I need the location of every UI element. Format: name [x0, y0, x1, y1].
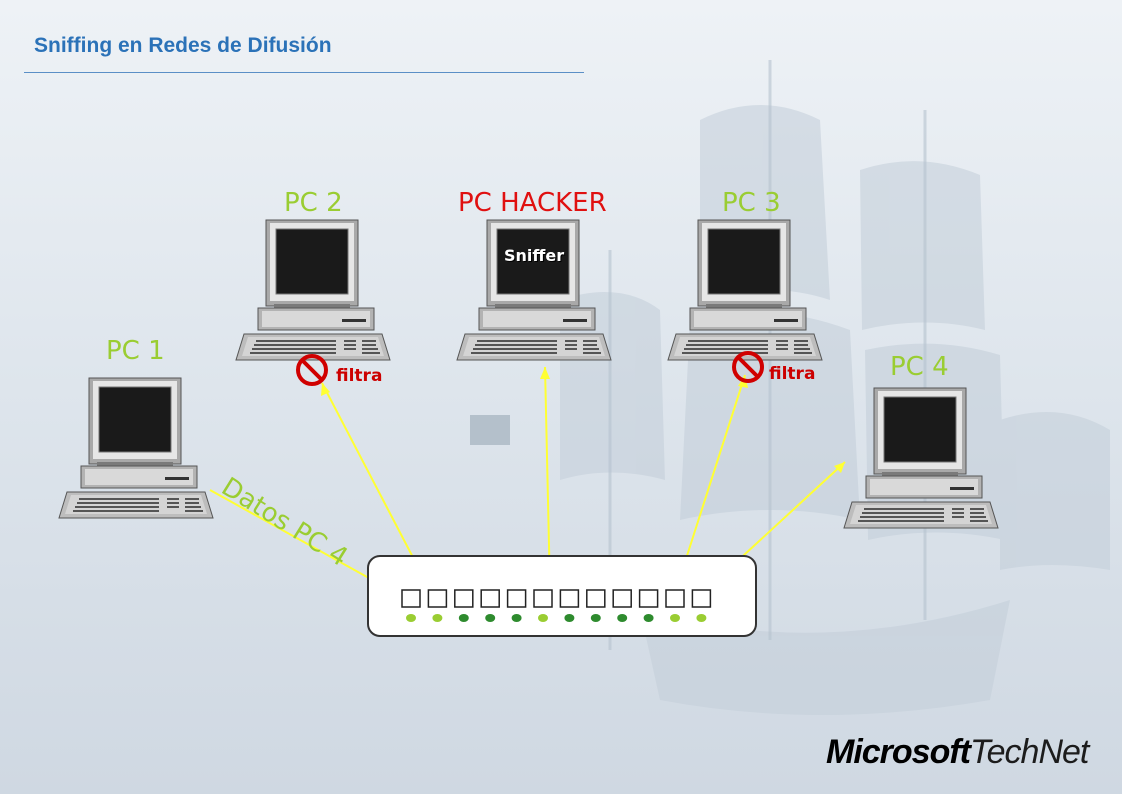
- hub-port: [427, 589, 448, 608]
- hub-led: [564, 614, 575, 622]
- hub-led: [696, 614, 707, 622]
- link-hub-hacker: [544, 366, 551, 591]
- hub-led: [538, 614, 548, 622]
- microsoft-technet-logo: MicrosoftTechNet: [826, 732, 1089, 772]
- title-divider: [24, 72, 584, 73]
- hub-port: [559, 589, 580, 608]
- pc4-label: PC 4: [890, 352, 949, 382]
- pc2-filter-label: filtra: [336, 366, 383, 386]
- pc1-computer-icon: [58, 377, 214, 519]
- hub-port: [691, 589, 712, 608]
- logo-technet: TechNet: [970, 733, 1089, 771]
- hub-port: [401, 589, 421, 608]
- hub-led: [670, 614, 680, 622]
- hub-led: [458, 614, 469, 622]
- hub-port: [480, 589, 500, 608]
- sniffer-screen-text: Sniffer: [504, 246, 565, 265]
- hub-port: [612, 589, 632, 608]
- hub-led: [590, 614, 601, 622]
- hub-led: [617, 614, 628, 622]
- slide-title: Sniffing en Redes de Difusión: [34, 34, 332, 57]
- hub-icon: [367, 555, 757, 637]
- pc4-computer-icon: [843, 387, 999, 529]
- hacker-computer-icon: [456, 219, 612, 361]
- hub-led: [511, 614, 522, 622]
- pc2-label: PC 2: [284, 188, 343, 218]
- hub-port: [586, 589, 606, 608]
- hub-port: [638, 589, 659, 608]
- hub-led: [643, 614, 654, 622]
- pc3-label: PC 3: [722, 188, 781, 218]
- hub-led: [485, 614, 496, 622]
- pc3-computer-icon: [667, 219, 823, 361]
- pc3-filter-label: filtra: [769, 364, 816, 384]
- hacker-label: PC HACKER: [458, 188, 607, 218]
- pc1-label: PC 1: [106, 336, 165, 366]
- hub-port: [506, 589, 527, 608]
- hub-led: [406, 614, 416, 622]
- hub-port: [454, 589, 474, 608]
- link-hub-pc3: [675, 374, 746, 591]
- hub-port: [665, 589, 685, 608]
- logo-microsoft: Microsoft: [826, 733, 971, 771]
- pc2-computer-icon: [235, 219, 391, 361]
- hub-port: [533, 589, 553, 608]
- hub-led: [432, 614, 443, 622]
